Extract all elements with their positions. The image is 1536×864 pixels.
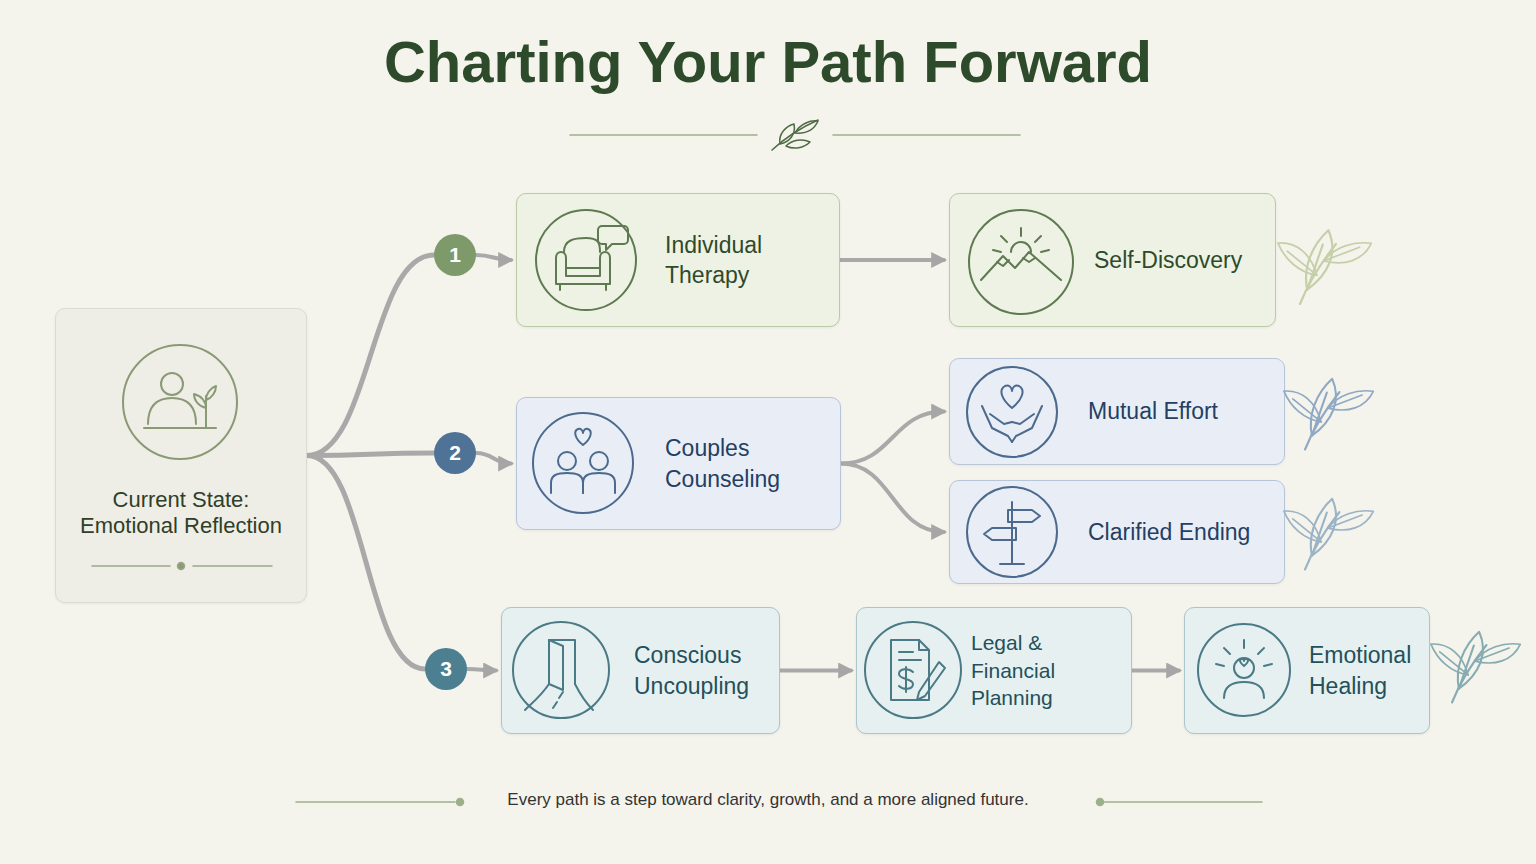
divider [92, 563, 272, 570]
connector [841, 412, 944, 464]
process-box: Self-Discovery [949, 193, 1276, 327]
process-box: Couples Counseling [516, 397, 841, 530]
leaf-ornament [1284, 379, 1373, 450]
connector [307, 453, 434, 456]
step-number: 1 [449, 243, 461, 267]
connector [476, 453, 511, 464]
step-number: 2 [449, 441, 461, 465]
process-box: Clarified Ending [949, 480, 1285, 584]
node-label: Legal & Financial Planning [971, 629, 1119, 712]
connector [307, 255, 434, 456]
process-box: Conscious Uncoupling [501, 607, 780, 734]
node-label: Clarified Ending [1088, 517, 1250, 547]
node-label: Mutual Effort [1088, 396, 1218, 426]
step-number-circle: 3 [425, 648, 467, 690]
hands-heart-icon [967, 367, 1057, 457]
step-number: 3 [440, 657, 452, 681]
connector [476, 255, 511, 260]
armchair-icon [536, 210, 636, 310]
node-label: Current State: Emotional Reflection [68, 487, 294, 539]
process-box: Emotional Healing [1184, 607, 1430, 734]
signpost-icon [967, 487, 1057, 577]
connector [841, 464, 944, 533]
title-ornament [570, 120, 1020, 150]
process-box: Individual Therapy [516, 193, 840, 327]
document-icon [865, 622, 961, 718]
connector [307, 456, 425, 670]
leaf-ornament [1284, 499, 1373, 570]
step-number-circle: 1 [434, 234, 476, 276]
step-number-circle: 2 [434, 432, 476, 474]
node-label: Conscious Uncoupling [634, 640, 767, 701]
process-box: Legal & Financial Planning [856, 607, 1132, 734]
connector [467, 669, 496, 671]
reflection-icon [123, 345, 237, 459]
node-label: Emotional Healing [1309, 640, 1417, 701]
title: Charting Your Path Forward [0, 28, 1536, 95]
mountain-icon [969, 210, 1073, 314]
caption-ornament [296, 799, 1262, 806]
node-label: Individual Therapy [665, 230, 827, 291]
start-box: Current State: Emotional Reflection [55, 308, 307, 603]
connector [780, 669, 851, 673]
couple-icon [533, 413, 633, 513]
healing-icon [1198, 624, 1290, 716]
leaf-ornament [1431, 632, 1520, 703]
connector [1132, 669, 1179, 673]
node-label: Couples Counseling [665, 433, 828, 494]
caption: Every path is a step toward clarity, gro… [468, 790, 1068, 810]
door-icon [513, 622, 609, 718]
leaf-ornament [1278, 230, 1371, 304]
process-box: Mutual Effort [949, 358, 1285, 465]
node-label: Self-Discovery [1094, 245, 1242, 275]
connector [840, 258, 944, 262]
